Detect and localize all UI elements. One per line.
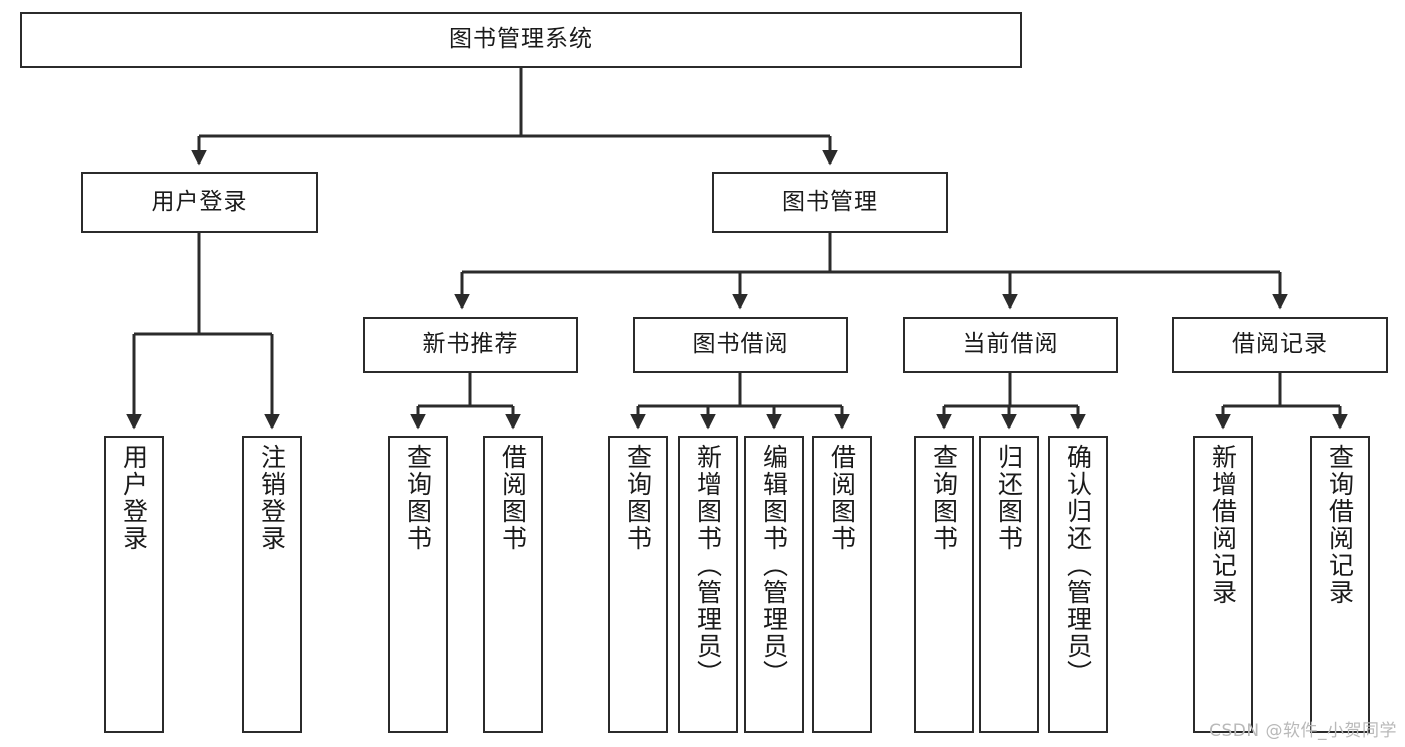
- csdn-watermark: CSDN @软件_小贺同学: [1209, 721, 1397, 741]
- leaf-borrow-borrow-book-label: 借阅图书: [827, 444, 857, 552]
- leaf-user-login-logout-label: 注销登录: [257, 444, 287, 552]
- leaf-borrow-borrow-book[interactable]: 借阅图书: [812, 436, 872, 733]
- node-borrow-record[interactable]: 借阅记录: [1172, 317, 1388, 373]
- leaf-current-return-book-label: 归还图书: [994, 444, 1024, 552]
- leaf-new-book-query-book-label: 查询图书: [403, 444, 433, 552]
- leaf-borrow-query-book[interactable]: 查询图书: [608, 436, 668, 733]
- leaf-borrow-edit-book[interactable]: 编辑图书（管理员）: [744, 436, 804, 733]
- node-user-login-label: 用户登录: [151, 188, 248, 215]
- leaf-new-book-borrow-book-label: 借阅图书: [498, 444, 528, 552]
- leaf-record-add-record-label: 新增借阅记录: [1208, 444, 1238, 606]
- node-root-label: 图书管理系统: [449, 26, 593, 53]
- leaf-user-login-logout[interactable]: 注销登录: [242, 436, 302, 733]
- node-user-login[interactable]: 用户登录: [81, 172, 318, 233]
- node-book-management-label: 图书管理: [782, 188, 878, 215]
- leaf-current-query-book-label: 查询图书: [929, 444, 959, 552]
- leaf-current-confirm-return-label: 确认归还（管理员）: [1063, 444, 1093, 687]
- node-borrow-record-label: 借阅记录: [1232, 331, 1328, 358]
- leaf-new-book-borrow-book[interactable]: 借阅图书: [483, 436, 543, 733]
- node-current-borrow-label: 当前借阅: [962, 331, 1059, 358]
- node-new-book-recommend-label: 新书推荐: [422, 331, 519, 358]
- leaf-current-confirm-return[interactable]: 确认归还（管理员）: [1048, 436, 1108, 733]
- leaf-new-book-query-book[interactable]: 查询图书: [388, 436, 448, 733]
- node-root[interactable]: 图书管理系统: [20, 12, 1022, 68]
- leaf-borrow-query-book-label: 查询图书: [623, 444, 653, 552]
- node-book-management[interactable]: 图书管理: [712, 172, 948, 233]
- leaf-borrow-edit-book-label: 编辑图书（管理员）: [759, 444, 789, 687]
- leaf-user-login-login[interactable]: 用户登录: [104, 436, 164, 733]
- leaf-borrow-add-book[interactable]: 新增图书（管理员）: [678, 436, 738, 733]
- leaf-current-query-book[interactable]: 查询图书: [914, 436, 974, 733]
- node-new-book-recommend[interactable]: 新书推荐: [363, 317, 578, 373]
- leaf-borrow-add-book-label: 新增图书（管理员）: [693, 444, 723, 687]
- leaf-user-login-login-label: 用户登录: [119, 444, 149, 552]
- leaf-record-add-record[interactable]: 新增借阅记录: [1193, 436, 1253, 733]
- leaf-current-return-book[interactable]: 归还图书: [979, 436, 1039, 733]
- leaf-record-query-record-label: 查询借阅记录: [1325, 444, 1355, 606]
- node-book-borrow[interactable]: 图书借阅: [633, 317, 848, 373]
- node-book-borrow-label: 图书借阅: [692, 331, 789, 358]
- node-current-borrow[interactable]: 当前借阅: [903, 317, 1118, 373]
- leaf-record-query-record[interactable]: 查询借阅记录: [1310, 436, 1370, 733]
